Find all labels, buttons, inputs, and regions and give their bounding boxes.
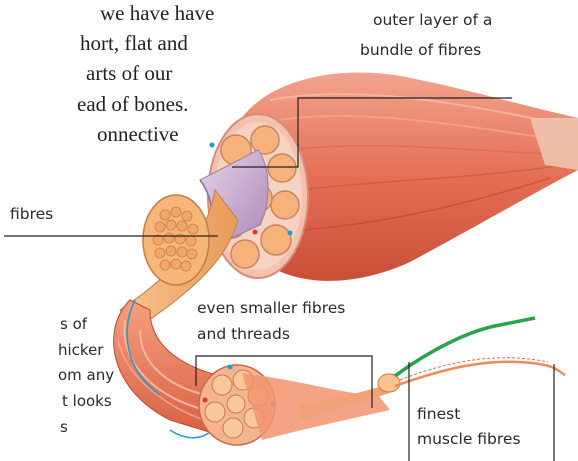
small-bundle-cross-section [199, 365, 390, 446]
label-fibres: fibres [10, 204, 53, 225]
side-text-line-5: s [60, 417, 68, 437]
body-text-line-5: onnective [97, 123, 179, 145]
side-text-line-4: t looks [62, 391, 112, 411]
body-text-line-1: we have have [100, 2, 214, 24]
label-finest-line-1: finest [417, 404, 460, 425]
label-finest-line-2: muscle fibres [417, 429, 521, 450]
side-text-line-3: om any [58, 365, 114, 385]
label-smaller-fibres-line-1: even smaller fibres [197, 298, 345, 319]
label-outer-layer-line-2: bundle of fibres [360, 40, 481, 61]
body-text-line-3: arts of our [86, 62, 172, 84]
side-text-line-1: s of [60, 314, 87, 334]
body-text-line-4: ead of bones. [77, 93, 188, 115]
label-smaller-fibres-line-2: and threads [197, 324, 290, 345]
label-outer-layer-line-1: outer layer of a [373, 10, 492, 31]
body-text-line-2: hort, flat and [80, 32, 188, 54]
side-text-line-2: hicker [58, 340, 103, 360]
